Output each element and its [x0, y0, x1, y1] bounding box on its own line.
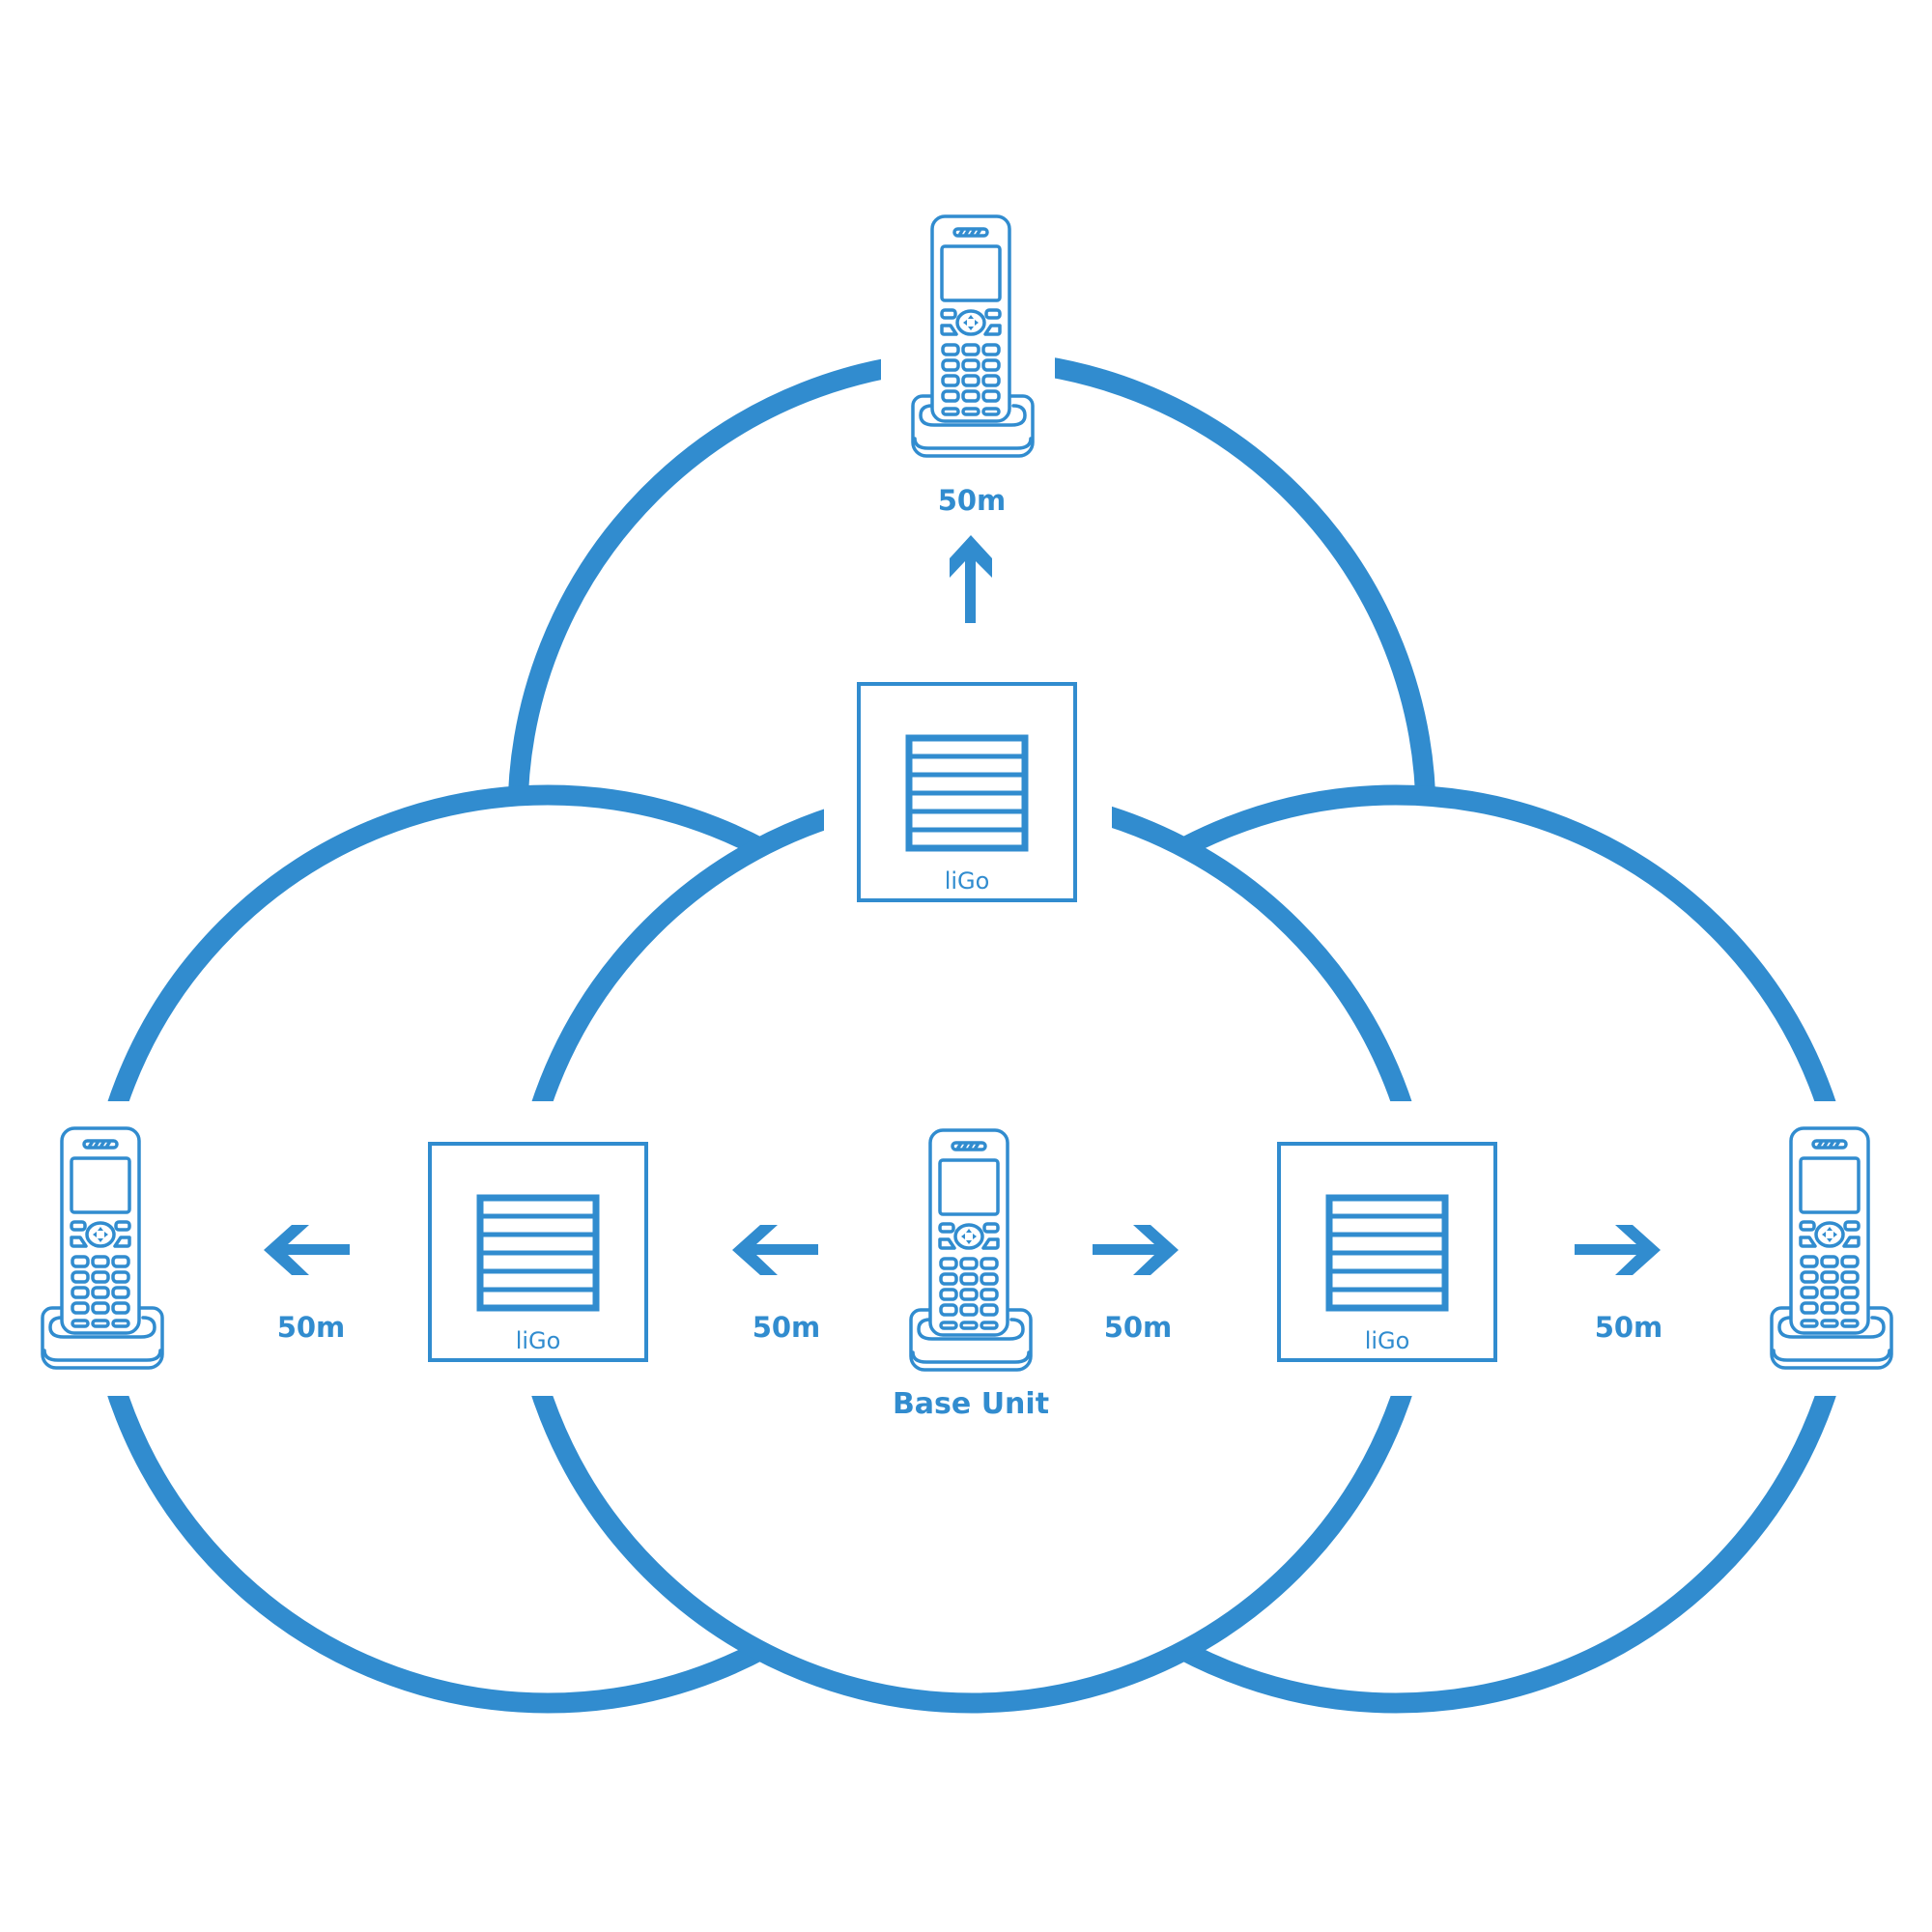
- ligo-repeater-right: liGo: [1279, 1144, 1495, 1360]
- repeater-label: liGo: [516, 1327, 561, 1354]
- range-label-far-right: 50m: [1595, 1311, 1663, 1344]
- range-label-up: 50m: [938, 484, 1007, 517]
- arrow-up-icon: [950, 535, 992, 623]
- base-unit-label: Base Unit: [893, 1387, 1049, 1421]
- repeater-label: liGo: [945, 867, 990, 895]
- ligo-repeater-top: liGo: [859, 684, 1075, 900]
- range-label-base-left: 50m: [753, 1311, 821, 1344]
- ligo-repeater-left: liGo: [430, 1144, 646, 1360]
- repeater-label: liGo: [1365, 1327, 1410, 1354]
- arrow-far-left-icon: [264, 1225, 350, 1275]
- range-label-far-left: 50m: [277, 1311, 346, 1344]
- arrow-far-right-icon: [1575, 1225, 1661, 1275]
- arrow-right-icon: [1093, 1225, 1179, 1275]
- arrow-left-icon: [732, 1225, 818, 1275]
- range-label-base-right: 50m: [1104, 1311, 1173, 1344]
